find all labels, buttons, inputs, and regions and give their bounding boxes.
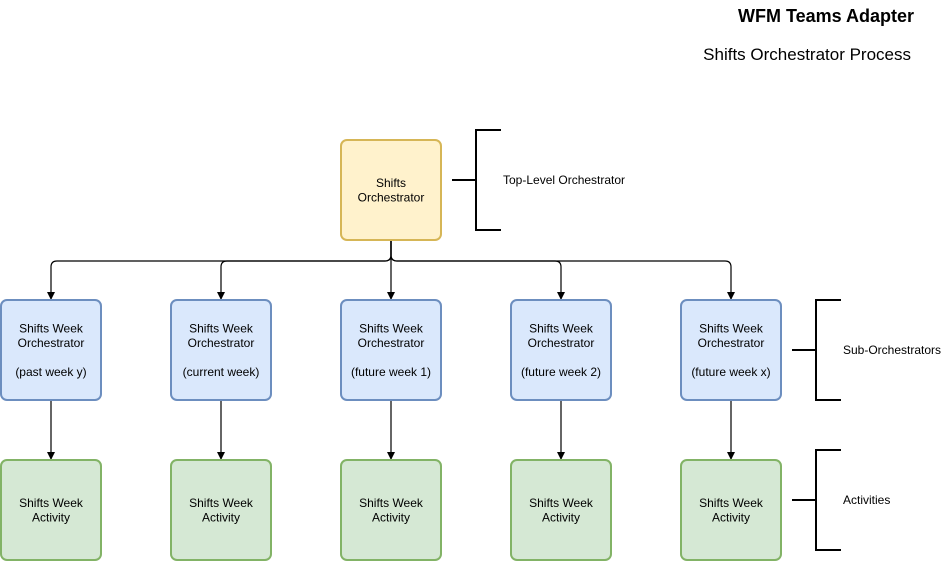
sub-orchestrator-node-1-label: Shifts Week bbox=[19, 321, 84, 335]
activity-node-3-label: Shifts Week bbox=[359, 496, 424, 510]
sub-orchestrator-node-1-box bbox=[0, 299, 102, 401]
activity-node-5-label: Shifts Week bbox=[699, 496, 764, 510]
sub-orchestrator-node-1-label: (past week y) bbox=[15, 365, 86, 379]
activity-node-1-label: Activity bbox=[32, 510, 70, 524]
sub-orchestrator-node-4-label: Orchestrator bbox=[528, 336, 595, 350]
diagram-subtitle: Shifts Orchestrator Process bbox=[703, 45, 911, 64]
sub-orchestrator-node-3-label: Shifts Week bbox=[359, 321, 424, 335]
sub-orchestrators-annotation: Sub-Orchestrators bbox=[792, 299, 941, 401]
sub-orchestrator-node-5-label: Shifts Week bbox=[699, 321, 764, 335]
top-level-annotation: Top-Level Orchestrator bbox=[452, 129, 625, 231]
activity-node-2-label: Shifts Week bbox=[189, 496, 254, 510]
sub-orchestrator-node-3-label: Orchestrator bbox=[358, 336, 425, 350]
activity-node-3-label: Activity bbox=[372, 510, 410, 524]
top-orchestrator-node-label: Shifts bbox=[376, 176, 406, 190]
edge-top-to-sub-4 bbox=[390, 240, 565, 300]
activities-annotation-text: Activities bbox=[843, 493, 890, 507]
activities-annotation: Activities bbox=[792, 449, 890, 551]
sub-orchestrator-node-2-label: Orchestrator bbox=[188, 336, 255, 350]
sub-orchestrator-node-3-box bbox=[340, 299, 442, 401]
activity-node-4-label: Activity bbox=[542, 510, 580, 524]
edge-top-to-sub-2 bbox=[217, 240, 392, 300]
sub-orchestrator-node-2-box bbox=[170, 299, 272, 401]
top-orchestrator-node-box bbox=[340, 139, 442, 241]
diagram-title: WFM Teams Adapter bbox=[737, 6, 914, 26]
activity-node-3-box bbox=[340, 459, 442, 561]
sub-orchestrator-node-1-label: Orchestrator bbox=[18, 336, 85, 350]
activity-node-1-label: Shifts Week bbox=[19, 496, 84, 510]
activity-node-1-box bbox=[0, 459, 102, 561]
activity-node-2-label: Activity bbox=[202, 510, 240, 524]
edge-top-to-sub-5 bbox=[390, 240, 735, 300]
annotation-labels: Top-Level OrchestratorSub-OrchestratorsA… bbox=[452, 129, 941, 551]
top-orchestrator-node-label: Orchestrator bbox=[358, 190, 425, 204]
sub-orchestrators-annotation-brace bbox=[815, 299, 841, 401]
activity-node-5-label: Activity bbox=[712, 510, 750, 524]
top-level-annotation-text: Top-Level Orchestrator bbox=[503, 173, 625, 187]
activity-node-2-box bbox=[170, 459, 272, 561]
activity-node-5-box bbox=[680, 459, 782, 561]
sub-orchestrator-node-4-label: (future week 2) bbox=[521, 365, 601, 379]
activity-node-4-box bbox=[510, 459, 612, 561]
sub-orchestrator-node-5-label: (future week x) bbox=[691, 365, 770, 379]
top-level-annotation-brace bbox=[475, 129, 501, 231]
sub-orchestrators-annotation-text: Sub-Orchestrators bbox=[843, 343, 941, 357]
sub-orchestrator-node-2-label: (current week) bbox=[183, 365, 260, 379]
sub-orchestrator-node-4-label: Shifts Week bbox=[529, 321, 594, 335]
sub-orchestrator-node-5-box bbox=[680, 299, 782, 401]
activity-node-4-label: Shifts Week bbox=[529, 496, 594, 510]
sub-orchestrator-node-4-box bbox=[510, 299, 612, 401]
connector-lines bbox=[47, 240, 735, 460]
sub-orchestrator-node-5-label: Orchestrator bbox=[698, 336, 765, 350]
sub-orchestrator-node-2-label: Shifts Week bbox=[189, 321, 254, 335]
activities-annotation-brace bbox=[815, 449, 841, 551]
sub-orchestrator-node-3-label: (future week 1) bbox=[351, 365, 431, 379]
